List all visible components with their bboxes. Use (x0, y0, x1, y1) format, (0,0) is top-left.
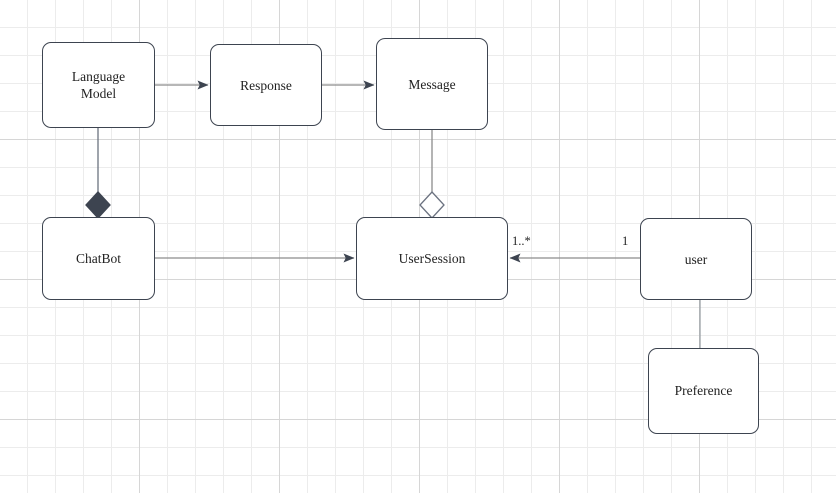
node-preference[interactable]: Preference (648, 348, 759, 434)
edge-label-multiplicity-user: 1 (622, 234, 629, 248)
node-chatbot[interactable]: ChatBot (42, 217, 155, 300)
edge-message-to-usersession (419, 130, 445, 219)
node-label-user: user (684, 251, 708, 267)
edge-label-multiplicity-usersession: 1..* (512, 234, 531, 248)
node-user[interactable]: user (640, 218, 752, 300)
node-language-model[interactable]: Language Model (42, 42, 155, 128)
edge-language-model-to-chatbot (85, 128, 111, 219)
node-label-language-model: Language Model (71, 69, 126, 101)
node-label-message: Message (408, 76, 456, 92)
node-label-preference: Preference (674, 383, 733, 398)
node-label-chatbot: ChatBot (75, 251, 121, 266)
node-label-usersession: UserSession (398, 251, 466, 266)
node-usersession[interactable]: UserSession (356, 217, 508, 300)
node-response[interactable]: Response (210, 44, 322, 126)
node-message[interactable]: Message (376, 38, 488, 130)
node-label-response: Response (240, 77, 292, 93)
